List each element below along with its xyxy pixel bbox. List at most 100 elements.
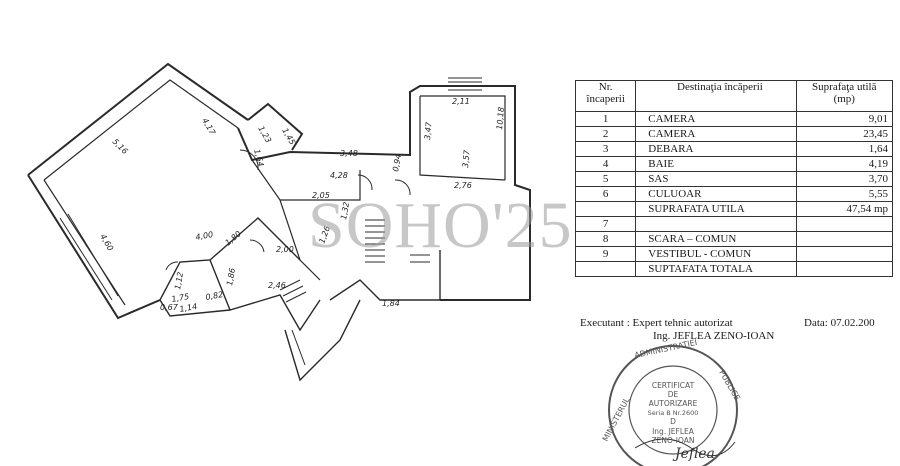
dim-label: 1,84	[382, 299, 400, 308]
dim-label: 4,00	[195, 230, 214, 242]
dim-label: 4,60	[98, 233, 115, 253]
door	[394, 179, 411, 196]
dim-label: 2,46	[268, 281, 286, 290]
dim-label: 2,11	[452, 97, 470, 106]
grand-total-row: SUPTAFATA TOTALA	[574, 261, 894, 277]
cell-area: 5,55	[795, 186, 894, 202]
stair-hatch	[279, 77, 482, 303]
stair-wall	[291, 329, 306, 366]
grand-total-area	[795, 261, 894, 277]
cell-area: 3,70	[795, 171, 894, 187]
area-table: Nr. încaperii Destinaţia încăperii Supra…	[574, 80, 894, 277]
cell-nr: 3	[574, 141, 637, 157]
wall	[247, 102, 304, 151]
dim-label: 1,32	[339, 201, 351, 220]
cell-destination: DEBARA	[635, 141, 797, 157]
stamp-inner-ring	[628, 365, 718, 455]
date-label: Data:	[804, 317, 828, 329]
stamp-ring-text: PUBLICE	[717, 369, 742, 403]
cell-destination	[635, 216, 797, 232]
wall	[419, 96, 506, 181]
cell-destination: SCARA – COMUN	[635, 231, 797, 247]
stamp-text: Ing. JEFLEA	[652, 427, 695, 436]
stamp-text: AUTORIZARE	[649, 399, 698, 408]
wall	[209, 259, 321, 332]
wall	[27, 174, 161, 320]
dim-label: 1,75	[171, 292, 190, 304]
door	[357, 174, 373, 191]
dim-label: 0,67	[160, 303, 179, 312]
window	[67, 213, 119, 297]
signature-stroke	[634, 438, 736, 457]
executant-role: Expert tehnic autorizat	[632, 317, 733, 329]
cell-nr: 9	[574, 246, 637, 262]
stamp-text: CERTIFICAT	[652, 381, 695, 390]
cell-area: 9,01	[795, 111, 894, 127]
cell-nr: 1	[574, 111, 637, 127]
wall	[159, 299, 231, 317]
cell-destination: CULUOAR	[635, 186, 797, 202]
table-row: 7	[574, 216, 894, 232]
window	[59, 217, 113, 301]
dim-label: 2,05	[312, 191, 330, 200]
cell-destination: CAMERA	[635, 126, 797, 142]
stamp-text: D	[670, 417, 676, 426]
cell-destination: VESTIBUL - COMUN	[635, 246, 797, 262]
dim-label: 1,64	[252, 148, 265, 168]
dim-label: 2,00	[276, 245, 294, 254]
stamp-ring-text: ADMINISTRATIEI	[634, 338, 698, 360]
executant-line: Executant : Expert tehnic autorizat	[580, 317, 733, 329]
executant-name: Ing. JEFLEA ZENO-IOAN	[653, 330, 775, 342]
stamp-ring-text: MINISTERUL	[601, 395, 632, 443]
door	[249, 239, 265, 253]
cell-area: 4,19	[795, 156, 894, 172]
official-stamp: MINISTERUL ADMINISTRATIEI PUBLICE CERTIF…	[601, 338, 742, 466]
cell-nr: 8	[574, 231, 637, 247]
wall	[329, 250, 441, 301]
wall	[43, 179, 126, 306]
stamp-text: Seria B Nr.2600	[648, 409, 699, 417]
stamp-text: ZENO-IOAN	[651, 436, 694, 445]
dim-label: 0,94	[391, 153, 403, 172]
floor-plan: 5,16 4,17 4,60 4,00 1,23 1,45 1,64 3,48 …	[27, 62, 531, 382]
dim-label: 4,17	[200, 117, 217, 138]
date-value: 07.02.200	[830, 317, 875, 329]
signature: Jeflea	[672, 446, 715, 462]
dim-label: 3,57	[461, 149, 472, 168]
cell-area: 1,64	[795, 141, 894, 157]
dim-label: 4,28	[330, 171, 348, 180]
dim-label: 3,47	[423, 121, 434, 140]
col-header-nr: Nr. încaperii	[574, 80, 637, 112]
stamp-text: DE	[668, 390, 679, 399]
dim-label: 1,45	[280, 127, 297, 147]
dim-label: 1,23	[256, 125, 273, 145]
col-header-area: Suprafaţa utilă (mp)	[795, 80, 894, 112]
cell-area	[795, 231, 894, 247]
dim-label: 1,86	[225, 267, 237, 286]
grand-total-label: SUPTAFATA TOTALA	[635, 261, 797, 277]
dim-label: 0,82	[205, 290, 224, 302]
stamp-outer-ring	[608, 345, 738, 466]
useful-total-label: SUPRAFATA UTILA	[635, 201, 797, 217]
cell-area	[795, 246, 894, 262]
dim-label: 1,80	[224, 229, 243, 247]
wall	[251, 159, 361, 201]
wall	[237, 85, 531, 301]
cell-destination: SAS	[635, 171, 797, 187]
stair-wall	[284, 299, 361, 382]
dim-label: 2,76	[454, 181, 472, 190]
cell-area	[795, 216, 894, 232]
cell-nr: 7	[574, 216, 637, 232]
wall	[27, 62, 249, 176]
wall	[420, 95, 506, 180]
cell-nr: 5	[574, 171, 637, 187]
dim-label: 5,16	[111, 137, 130, 156]
